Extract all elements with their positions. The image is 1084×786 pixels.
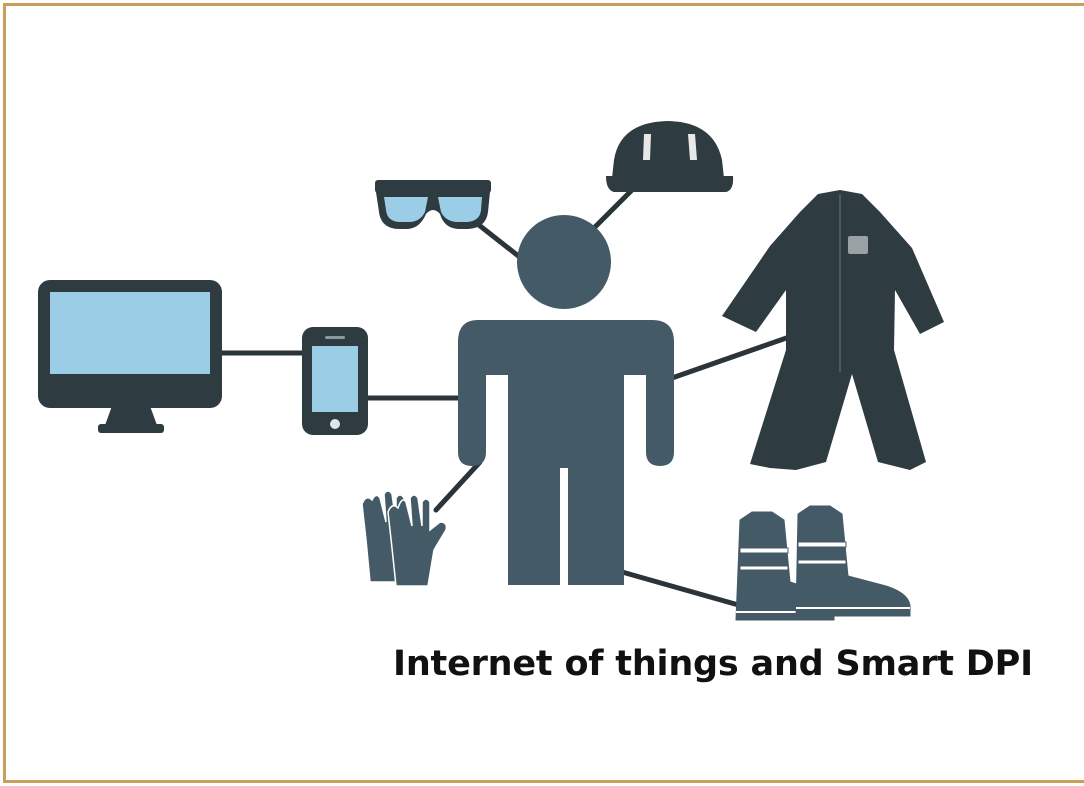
connector-gloves-person [433, 459, 483, 513]
connector-boots-person [612, 567, 745, 609]
connector-helmet-person [589, 187, 635, 233]
diagram-caption: Internet of things and Smart DPI [393, 644, 1033, 684]
smartphone-icon [302, 327, 368, 435]
monitor-icon [38, 280, 222, 433]
coverall-icon [722, 190, 944, 470]
person-icon [458, 215, 674, 585]
hard-hat-icon [606, 121, 734, 192]
connector-suit-person [669, 332, 798, 381]
gloves-icon [361, 490, 448, 587]
safety-glasses-icon [375, 180, 491, 229]
boots-icon [735, 505, 911, 621]
